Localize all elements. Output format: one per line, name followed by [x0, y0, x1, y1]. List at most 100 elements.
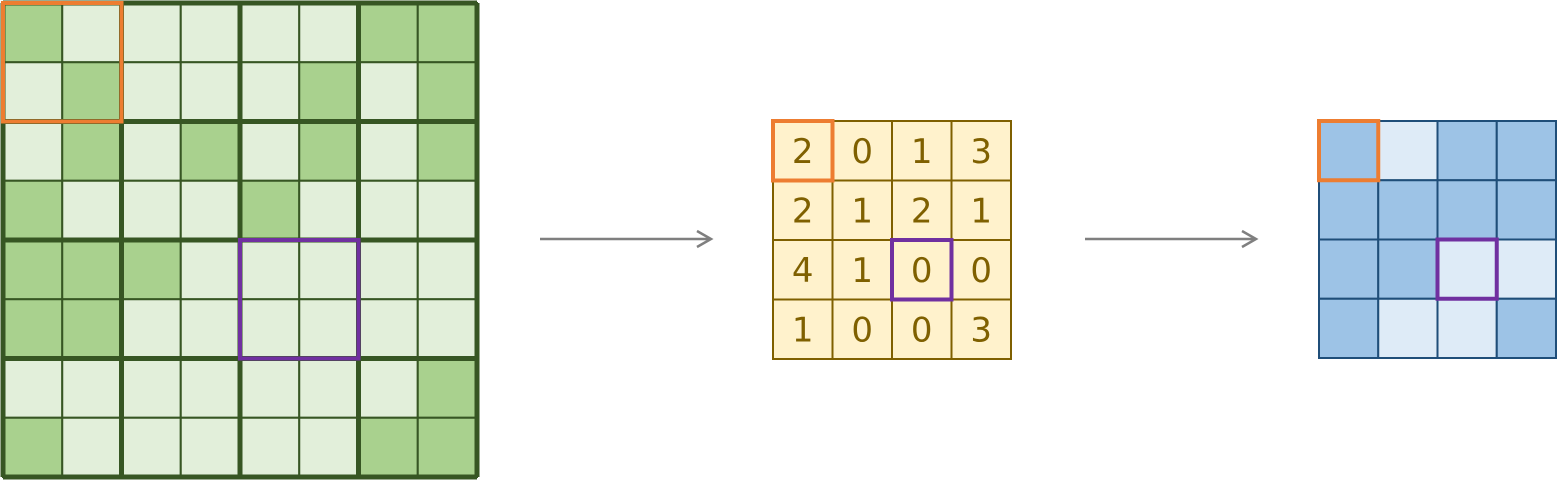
count-cell: [950, 120, 1012, 182]
input-cell: [357, 416, 419, 478]
output-cell: [1436, 238, 1498, 300]
input-cell: [357, 357, 419, 419]
output-cell: [1318, 179, 1380, 241]
output-cell: [1436, 179, 1498, 241]
input-cell: [179, 298, 241, 360]
input-cell: [239, 416, 301, 478]
output-cell: [1495, 238, 1557, 300]
input-cell: [239, 357, 301, 419]
count-cell: [831, 298, 893, 360]
input-cell: [179, 179, 241, 241]
output-cell: [1377, 179, 1439, 241]
count-cell: [950, 298, 1012, 360]
output-highlight-orange: [1317, 119, 1381, 183]
input-cell: [239, 298, 301, 360]
count-value: 0: [851, 310, 873, 350]
count-value: 2: [792, 132, 814, 172]
input-cell: [61, 120, 123, 182]
input-cell: [239, 2, 301, 64]
input-cell: [2, 2, 64, 64]
output-cell: [1495, 179, 1557, 241]
input-cell: [298, 298, 360, 360]
count-cell: [772, 298, 834, 360]
input-cell: [2, 61, 64, 123]
count-value: 4: [792, 251, 814, 291]
input-cell: [298, 61, 360, 123]
count-value: 1: [851, 191, 873, 231]
output-cell: [1377, 297, 1439, 359]
input-cell: [61, 416, 123, 478]
count-highlight-purple: [890, 238, 954, 302]
input-cell: [298, 416, 360, 478]
input-highlight-purple: [238, 238, 361, 361]
input-cell: [120, 120, 182, 182]
count-value: 0: [970, 251, 992, 291]
count-value: 3: [970, 310, 992, 350]
input-cell: [416, 2, 478, 64]
input-cell: [357, 120, 419, 182]
output-cell: [1495, 120, 1557, 182]
input-cell: [61, 179, 123, 241]
input-cell: [61, 357, 123, 419]
input-cell: [357, 61, 419, 123]
input-cell: [61, 298, 123, 360]
output-cell: [1436, 297, 1498, 359]
input-cell: [179, 239, 241, 301]
input-cell: [239, 179, 301, 241]
input-cell: [416, 179, 478, 241]
input-cell: [298, 179, 360, 241]
input-cell: [120, 357, 182, 419]
input-cell: [179, 416, 241, 478]
count-highlight-orange: [771, 119, 835, 183]
input-cell: [61, 2, 123, 64]
input-cell: [416, 357, 478, 419]
input-cell: [357, 179, 419, 241]
count-value: 2: [792, 191, 814, 231]
output-cell: [1377, 238, 1439, 300]
arrow-2-head: [1241, 229, 1259, 249]
arrow-1-head: [696, 229, 714, 249]
input-cell: [2, 298, 64, 360]
count-value: 0: [911, 251, 933, 291]
input-cell: [416, 416, 478, 478]
input-cell: [298, 357, 360, 419]
output-cell: [1495, 297, 1557, 359]
input-cell: [120, 2, 182, 64]
input-cell: [120, 239, 182, 301]
count-cell: [950, 239, 1012, 301]
count-value: 0: [851, 132, 873, 172]
count-value: 1: [851, 251, 873, 291]
output-cell: [1377, 120, 1439, 182]
input-cell: [61, 61, 123, 123]
output-cell: [1318, 297, 1380, 359]
output-cell: [1318, 120, 1380, 182]
input-cell: [357, 2, 419, 64]
input-cell: [239, 61, 301, 123]
count-value: 0: [911, 310, 933, 350]
input-cell: [179, 61, 241, 123]
input-cell: [179, 120, 241, 182]
input-cell: [179, 2, 241, 64]
count-cell: [891, 298, 953, 360]
output-highlight-purple: [1435, 237, 1499, 301]
count-value: 1: [970, 191, 992, 231]
count-value: 1: [792, 310, 814, 350]
count-cell: [831, 179, 893, 241]
input-cell: [2, 416, 64, 478]
input-cell: [357, 239, 419, 301]
input-cell: [2, 239, 64, 301]
input-cell: [2, 357, 64, 419]
input-cell: [416, 298, 478, 360]
input-cell: [239, 239, 301, 301]
input-cell: [179, 357, 241, 419]
input-cell: [120, 298, 182, 360]
input-cell: [2, 120, 64, 182]
count-value: 1: [911, 132, 933, 172]
count-cell: [950, 179, 1012, 241]
input-cell: [298, 239, 360, 301]
input-cell: [416, 61, 478, 123]
input-cell: [120, 61, 182, 123]
input-cell: [416, 239, 478, 301]
